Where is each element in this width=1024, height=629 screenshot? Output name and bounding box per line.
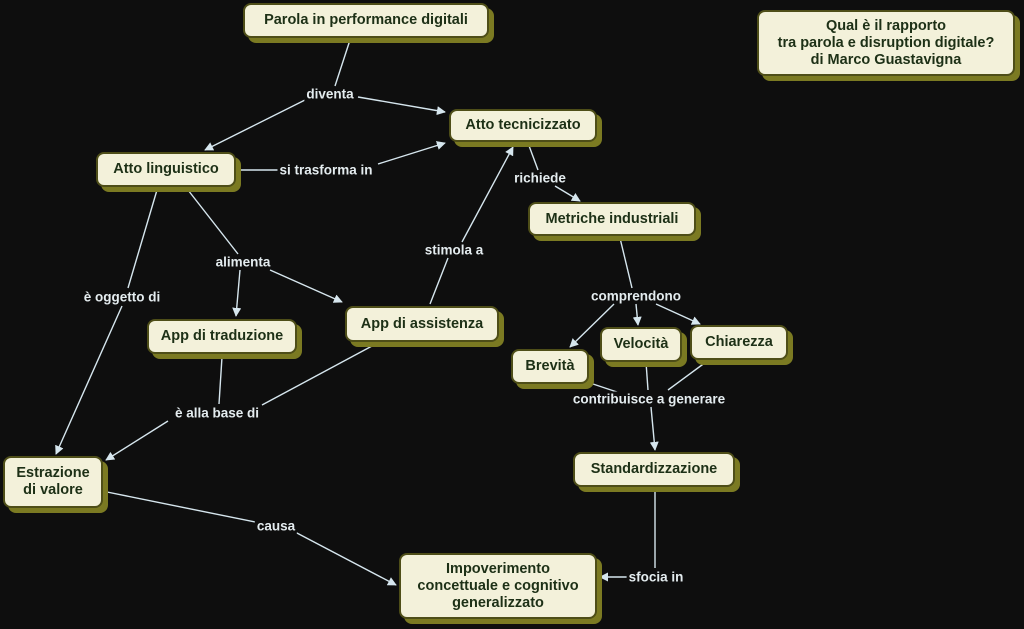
link-arrow (655, 303, 701, 325)
link-line (187, 189, 239, 255)
link-arrow (377, 141, 446, 165)
concept-atto-tecnicizzato[interactable]: Atto tecnicizzato (449, 109, 597, 142)
link-arrow (105, 420, 169, 461)
link-label-comprendono: comprendono (589, 288, 683, 304)
link-arrow (294, 531, 397, 586)
link-label-alimenta: alimenta (213, 254, 273, 270)
link-label-oggetto-di: è oggetto di (81, 289, 163, 305)
link-line (527, 142, 539, 171)
link-line (667, 361, 707, 391)
concept-impoverimento[interactable]: Impoverimento concettuale e cognitivo ge… (399, 553, 597, 619)
link-line (218, 356, 223, 405)
link-label-contribuisce: contribuisce a generare (570, 391, 728, 407)
concept-standardizzazione[interactable]: Standardizzazione (573, 452, 735, 487)
concept-chiarezza[interactable]: Chiarezza (690, 325, 788, 360)
link-arrow (269, 269, 343, 303)
link-line (334, 39, 351, 87)
link-arrow (461, 146, 514, 243)
link-label-si-trasforma-in: si trasforma in (277, 162, 375, 178)
link-arrow (554, 185, 581, 202)
concept-parola[interactable]: Parola in performance digitali (243, 3, 489, 38)
link-arrow (204, 99, 306, 151)
link-arrow (357, 96, 446, 116)
link-label-sfocia-in: sfocia in (626, 569, 686, 585)
concept-title-question[interactable]: Qual è il rapporto tra parola e disrupti… (757, 10, 1015, 76)
link-arrow (55, 305, 123, 455)
concept-app-traduzione[interactable]: App di traduzione (147, 319, 297, 354)
link-arrow (232, 269, 242, 317)
concept-velocita[interactable]: Velocità (600, 327, 682, 362)
link-line (619, 237, 633, 289)
link-label-stimola-a: stimola a (422, 242, 486, 258)
concept-app-assistenza[interactable]: App di assistenza (345, 306, 499, 342)
link-line (429, 257, 449, 305)
concept-atto-linguistico[interactable]: Atto linguistico (96, 152, 236, 187)
link-line (261, 345, 373, 406)
link-arrow (569, 303, 615, 348)
link-line (645, 361, 649, 391)
concept-estrazione[interactable]: Estrazione di valore (3, 456, 103, 508)
link-label-richiede: richiede (512, 170, 568, 186)
link-label-alla-base-di: è alla base di (172, 405, 262, 421)
link-arrow (632, 303, 642, 326)
link-label-causa: causa (254, 518, 298, 534)
concept-brevita[interactable]: Brevità (511, 349, 589, 384)
link-label-diventa: diventa (304, 86, 356, 102)
link-arrow (649, 406, 659, 451)
concept-metriche[interactable]: Metriche industriali (528, 202, 696, 236)
link-line (106, 491, 256, 523)
link-line (127, 189, 158, 289)
link-line (589, 382, 621, 394)
